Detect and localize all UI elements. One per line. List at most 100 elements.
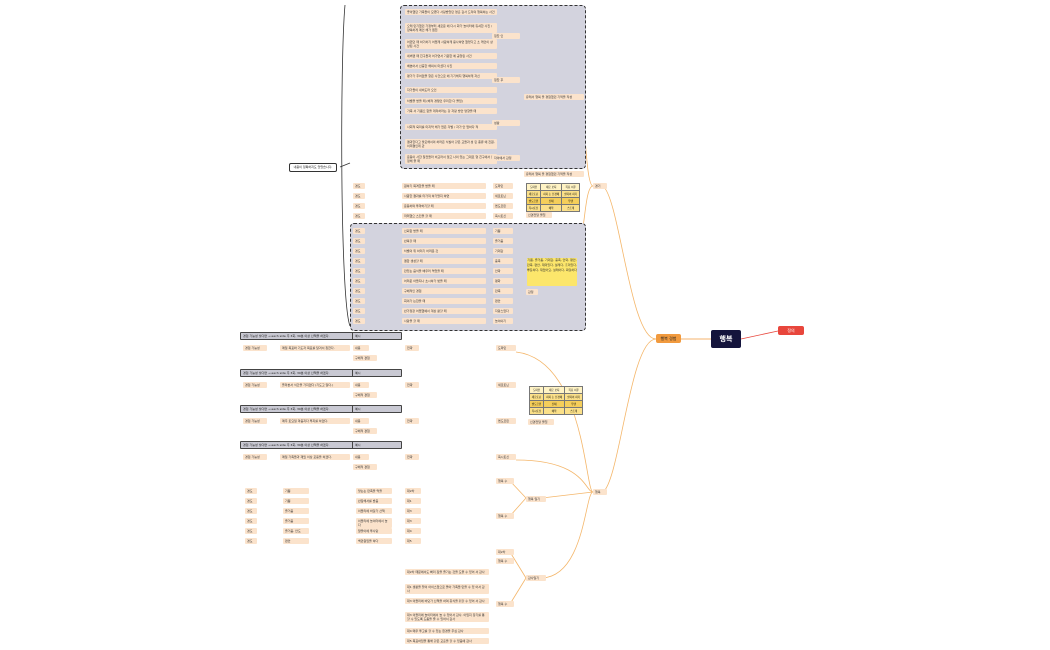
gratitude-item[interactable]: 대3 이들리에 바닷가 산책을 하며 휴식을 취할 수 있어 서 감사 [405, 598, 489, 604]
row-prefix[interactable]: 경도 [353, 248, 365, 254]
row-prefix[interactable]: 경도 [353, 183, 365, 189]
group-guide[interactable]: 구체적 경험 [353, 392, 377, 398]
row-text[interactable]: 반가정장 어렵했예서 계상 활할 때 [402, 308, 486, 314]
kids-under-label[interactable]: 유래서 행복 을 경험했던 기억을 작성 [524, 171, 584, 177]
group-act[interactable]: 전략 [405, 345, 419, 351]
group-content[interactable]: 내용 [353, 345, 369, 351]
row-emotion[interactable]: 충족 [493, 258, 513, 264]
group-guide[interactable]: 구체적 경험 [353, 355, 377, 361]
row-prefix[interactable]: 경도 [353, 318, 365, 324]
kids-memory-item[interactable]: 자가들이 내비도라 오인 [405, 87, 497, 93]
gratitude-item[interactable]: 대4 매우 투고를 할 수 있는 환경을 주심 감사 [405, 628, 489, 634]
row-ntr[interactable]: 도파민 [493, 183, 513, 189]
bottom-parent[interactable]: 감사일기 [526, 575, 546, 581]
row-text[interactable]: 원하기 목격한을 받을 때 [402, 183, 486, 189]
feel-prefix[interactable]: 경도 [245, 518, 257, 524]
row-emotion[interactable]: 자랑스럽다 [493, 308, 513, 314]
row-text[interactable]: 사람한 결과를 타가져 하가었지 하면 [402, 193, 486, 199]
feel-emotion[interactable]: 즐거움, 안도 [283, 528, 309, 534]
feel-emotion[interactable]: 즐거움 [283, 518, 309, 524]
row-text[interactable]: 회의가 는합을 때 [402, 298, 486, 304]
gratitude-item[interactable]: 대2차 때문에서도 빠리 잠을 즐기는 것을 도울 수 있어 서 감사 [405, 569, 489, 575]
kids-category[interactable]: 칭찬 인 [492, 33, 520, 39]
row-prefix[interactable]: 경도 [353, 228, 365, 234]
kids-memory-item[interactable]: 어렸던 때 하기하기 어렵게 사람하게 용사하면 했었다고 소 케인이 상상된 … [405, 39, 497, 49]
group-text[interactable]: 플라본서 식간을 가지겠다 (기도고 달다.) [280, 382, 350, 388]
kids-memory-item[interactable]: 차별을 받을 때 (배적 경쟁인 우리한 다 몰입) [405, 98, 497, 104]
group-act[interactable]: 전략 [405, 382, 419, 388]
row-ntr[interactable]: 엔도르핀 [493, 203, 513, 209]
feel-day[interactable]: 대1 [405, 498, 421, 504]
feel-mid-2[interactable]: 행복 수 [496, 513, 514, 519]
kids-memory-item[interactable]: 가족 서 기쁨으 함을 데리하라는 강 자랑 방안 영향을 때 [405, 108, 497, 114]
feel-prefix[interactable]: 경도 [245, 538, 257, 544]
bottom-mid-1[interactable]: 대2차 [496, 549, 514, 555]
feel-event[interactable]: 말을이에 투사랑 [356, 528, 392, 534]
row-emotion[interactable]: 즐거움 [493, 238, 513, 244]
row-emotion[interactable]: 놀이야기 [493, 318, 513, 324]
right-parent[interactable]: 행복 [593, 489, 607, 495]
feel-day[interactable]: 대2차 [405, 488, 421, 494]
kids-memory-item[interactable]: 평가가 주어졌을 항은 사건으로 에 기기해지 행복하게 자신 [405, 73, 497, 79]
row-text[interactable]: 운동하며 투약하기할 때 [402, 203, 486, 209]
row-prefix[interactable]: 경도 [353, 268, 365, 274]
group-guide[interactable]: 구체적 경험 [353, 428, 377, 434]
feel-prefix[interactable]: 경도 [245, 508, 257, 514]
row-prefix[interactable]: 경도 [353, 308, 365, 314]
question-node[interactable]: 내용이 정확하지도 않았습니다. [289, 163, 337, 172]
kids-category[interactable]: 자아에서 감정 [492, 155, 520, 161]
group-left[interactable]: 경험 가능성 [243, 382, 267, 388]
group-header[interactable]: 경험 가능성 낮다면 → each side 주 3회, 30분 이상 산책을 … [240, 405, 356, 413]
feel-emotion[interactable]: 기쁨 [283, 488, 309, 494]
group-text[interactable]: 매일 목표와 기도자 목표를 달겨서 칭찬다. [280, 345, 350, 351]
row-prefix[interactable]: 경도 [353, 193, 365, 199]
kids-memory-item[interactable]: 운동이 사한 달전들라 비교라서 열고 나의 있는 그대로 형 친구에서 인정해… [405, 154, 497, 164]
group-tag[interactable]: 예시 [352, 332, 402, 340]
row-emotion[interactable]: 기쁨 [493, 228, 513, 234]
bottom-mid-3[interactable]: 행복 수 [496, 601, 514, 607]
row-text[interactable]: 차별의 위 하리기 어려운 것 [402, 248, 486, 254]
happiness-experience-node[interactable]: 행복 경험 [656, 334, 681, 343]
row-text[interactable]: 따려했으 스킨을 할 때 [402, 213, 486, 219]
row-text[interactable]: 결합 생성할 때 [402, 258, 486, 264]
feel-emotion[interactable]: 편안 [283, 538, 309, 544]
row-emotion[interactable]: 기대감 [493, 248, 513, 254]
group-ntr[interactable]: 옥시토신 [496, 454, 516, 460]
group-content[interactable]: 내용 [353, 418, 369, 424]
kids-category[interactable]: 칭찬 후 [492, 77, 520, 83]
row-prefix[interactable]: 경도 [353, 258, 365, 264]
group-content[interactable]: 내용 [353, 382, 369, 388]
kids-parent-node[interactable]: 경기 [593, 183, 607, 189]
kids-branch-label[interactable]: 유래서 행복 을 경험했던 기억을 작성 [524, 94, 584, 100]
kids-memory-item[interactable]: 결과한다고 불모해서의 하라온 식필아 같은 교들과 성 린 종류 에 진원, … [405, 139, 497, 149]
feel-emotion[interactable]: 기쁨 [283, 498, 309, 504]
row-text[interactable]: 만있는 음식을 배우러 먹었을 때 [402, 268, 486, 274]
row-prefix[interactable]: 경도 [353, 278, 365, 284]
emotion-label[interactable]: 감정 [526, 289, 538, 295]
group-act[interactable]: 전략 [405, 418, 419, 424]
row-emotion[interactable]: 편안 [493, 298, 513, 304]
gratitude-item[interactable]: 대5 목표하임을 통해 같은 교훈을 할 수 있음에 감사 [405, 638, 489, 644]
row-ntr[interactable]: 세로토닌 [493, 193, 513, 199]
kids-memory-item[interactable]: 네버랜 때 친구들과 어가면서 기원한 에 공앙된 사건 [405, 53, 497, 59]
row-text[interactable]: 사랑을 할 때 [402, 318, 486, 324]
group-ntr[interactable]: 세로토닌 [496, 382, 516, 388]
feel-prefix[interactable]: 경도 [245, 498, 257, 504]
feel-prefix[interactable]: 경도 [245, 488, 257, 494]
feel-mid-1[interactable]: 행복 수 [496, 478, 514, 484]
feel-event[interactable]: 반잠해서를 받음 [356, 498, 392, 504]
group-header[interactable]: 경험 가능성 낮다면 → each side 주 3회, 30분 이상 산책을 … [240, 332, 356, 340]
row-emotion[interactable]: 평화 [493, 278, 513, 284]
group-ntr[interactable]: 도파민 [496, 345, 516, 351]
row-ntr[interactable]: 옥시토신 [493, 213, 513, 219]
group-tag[interactable]: 예시 [352, 441, 402, 449]
group-tag[interactable]: 예시 [352, 405, 402, 413]
gratitude-item[interactable]: 대3 이들리에 놀이터에서 놀 수 있어서 감사, 아임지 장기를 통할 수 있… [405, 612, 489, 622]
feel-event[interactable]: 백만원임을 하다 [356, 538, 392, 544]
feel-parent[interactable]: 행복 일기 [526, 496, 546, 502]
row-prefix[interactable]: 경도 [353, 288, 365, 294]
feel-emotion[interactable]: 즐거움 [283, 508, 309, 514]
feel-day[interactable]: 대5 [405, 538, 421, 544]
root-node-happiness[interactable]: 행복 [711, 330, 741, 348]
group-left[interactable]: 경험 가능성 [243, 345, 267, 351]
